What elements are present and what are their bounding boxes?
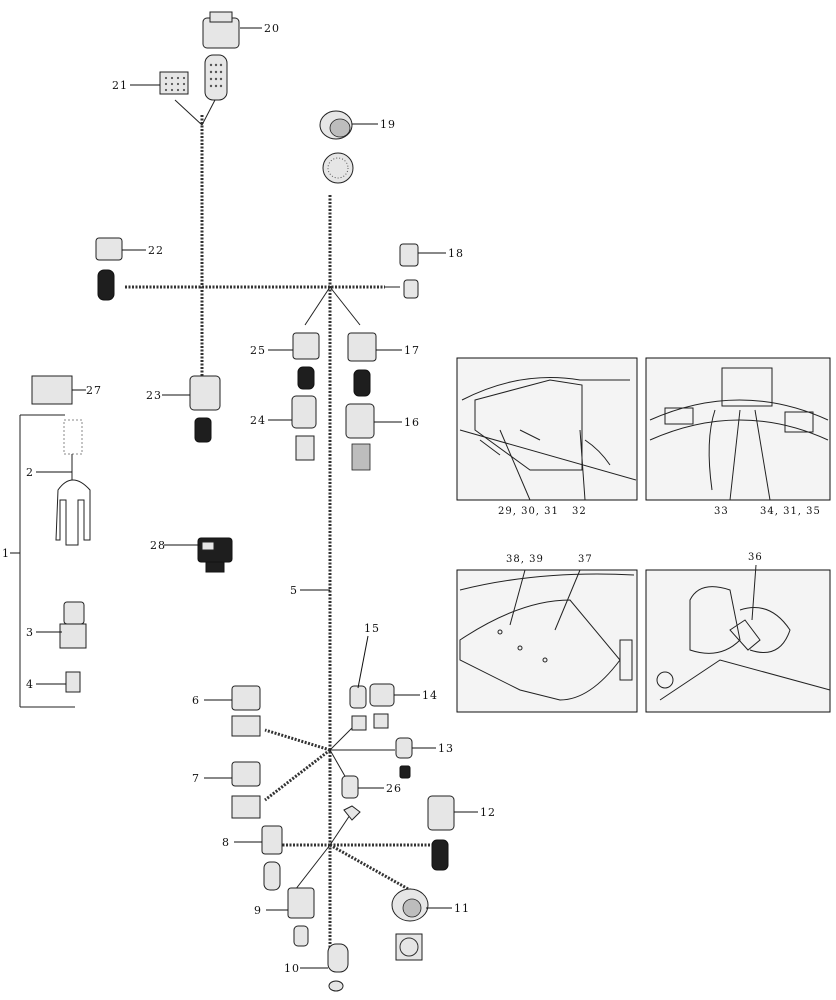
callout-17: 17 — [404, 344, 420, 357]
connector-11 — [391, 888, 429, 961]
photo-2-label-a: 33 — [714, 506, 729, 517]
callout-18: 18 — [448, 247, 464, 260]
connector-16 — [345, 403, 375, 471]
callout-23: 23 — [146, 389, 162, 402]
callout-1: 1 — [2, 547, 10, 560]
callout-22: 22 — [148, 244, 164, 257]
connector-25 — [292, 332, 320, 390]
callout-14: 14 — [422, 689, 438, 702]
callout-10: 10 — [284, 962, 300, 975]
callout-7: 7 — [192, 772, 200, 785]
connector-22 — [95, 237, 123, 301]
connector-28 — [197, 537, 233, 573]
callout-26: 26 — [386, 782, 402, 795]
connector-23 — [189, 375, 221, 443]
connector-8 — [261, 825, 283, 891]
photo-3-label-b: 37 — [578, 554, 593, 565]
connector-27 — [31, 375, 73, 405]
callout-8: 8 — [222, 836, 230, 849]
photo-4-label-a: 36 — [748, 552, 763, 563]
connector-20 — [202, 11, 240, 101]
connector-6 — [231, 685, 261, 737]
callout-3: 3 — [26, 626, 34, 639]
callout-21: 21 — [112, 79, 128, 92]
connector-2 — [55, 419, 91, 546]
connector-9 — [287, 887, 315, 947]
leader-lines — [10, 27, 478, 969]
connector-17 — [347, 332, 377, 397]
photo-panel-1: 29, 30, 31 32 — [456, 357, 638, 517]
callout-6: 6 — [192, 694, 200, 707]
connector-15 — [349, 685, 367, 731]
photo-1-label-b: 32 — [572, 506, 587, 517]
connector-14 — [369, 683, 395, 729]
callout-13: 13 — [438, 742, 454, 755]
callout-19: 19 — [380, 118, 396, 131]
connector-24 — [291, 395, 317, 461]
callout-16: 16 — [404, 416, 420, 429]
callout-28: 28 — [150, 539, 166, 552]
callout-25: 25 — [250, 344, 266, 357]
callout-5: 5 — [290, 584, 298, 597]
callout-12: 12 — [480, 806, 496, 819]
callout-labels: 20 21 19 22 18 25 17 27 23 24 16 1 2 3 4… — [2, 22, 496, 975]
connector-26 — [341, 775, 361, 821]
connector-4 — [65, 671, 81, 693]
photo-3-label-a: 38, 39 — [506, 554, 544, 565]
connector-3 — [59, 601, 87, 649]
photo-panel-4: 36 — [645, 552, 831, 713]
callout-15: 15 — [364, 622, 380, 635]
assembly-1-bracket — [19, 414, 75, 708]
connector-13 — [395, 737, 413, 779]
callout-27: 27 — [86, 384, 102, 397]
photo-panel-3: 38, 39 37 — [456, 554, 638, 713]
connector-7 — [231, 761, 261, 819]
harness-wires — [125, 99, 435, 950]
callout-24: 24 — [250, 414, 266, 427]
callout-20: 20 — [264, 22, 280, 35]
callout-4: 4 — [26, 678, 34, 691]
callout-11: 11 — [454, 902, 470, 915]
connector-18 — [399, 243, 419, 299]
callout-9: 9 — [254, 904, 262, 917]
connector-10 — [327, 943, 349, 992]
connector-19 — [319, 110, 354, 184]
connector-12 — [427, 795, 455, 871]
callout-2: 2 — [26, 466, 34, 479]
photo-panel-2: 33 34, 31, 35 — [645, 357, 831, 517]
photo-1-label-a: 29, 30, 31 — [498, 506, 559, 517]
photo-2-label-b: 34, 31, 35 — [760, 506, 821, 517]
connector-21 — [159, 71, 189, 95]
